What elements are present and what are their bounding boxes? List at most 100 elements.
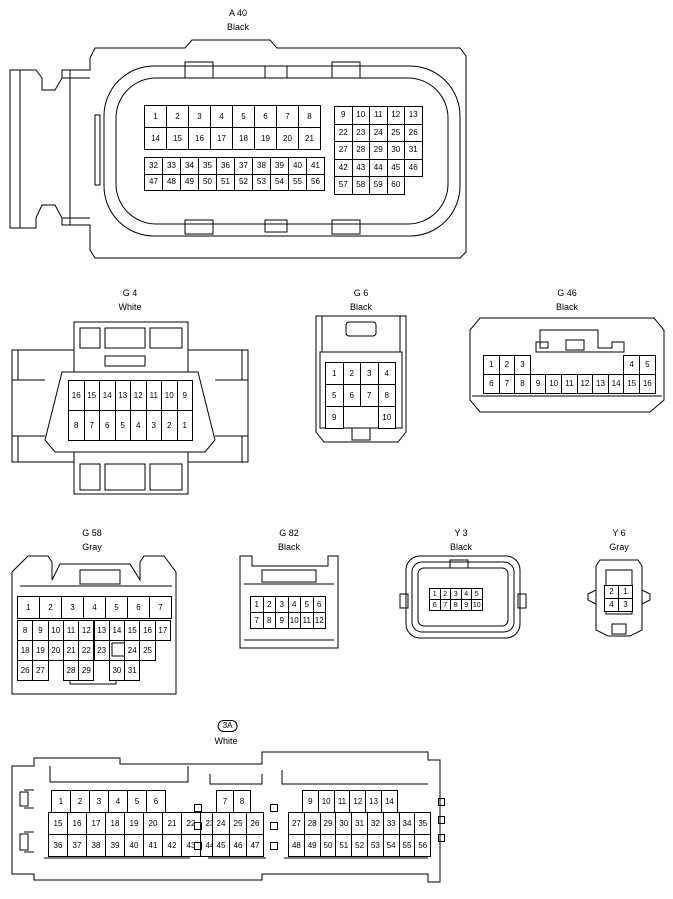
pin-3a-38: 38 <box>86 834 106 857</box>
pin-g58-6: 6 <box>127 596 150 619</box>
pin-3a-17: 17 <box>86 812 106 835</box>
pin-g46-15: 15 <box>623 374 640 394</box>
pin-3a-31: 31 <box>351 812 368 835</box>
pin-a40-16: 16 <box>188 127 211 150</box>
pin-a40-18: 18 <box>232 127 255 150</box>
pin-a40-37: 37 <box>234 157 253 175</box>
pin-a40-21: 21 <box>298 127 321 150</box>
pin-3a-27: 27 <box>288 812 305 835</box>
pin-3a-47: 47 <box>246 834 264 857</box>
pin-g46-6: 6 <box>483 374 500 394</box>
pin-g4-16: 16 <box>68 380 85 411</box>
pin-g46-14: 14 <box>607 374 625 394</box>
pin-3a-24: 24 <box>212 812 230 835</box>
pin-g58-7: 7 <box>149 596 172 619</box>
pin-g58-27: 27 <box>32 660 49 681</box>
pin-a40-28: 28 <box>351 141 370 160</box>
pin-a40-14: 14 <box>144 127 167 150</box>
pin-y6-1: 1 <box>618 585 633 599</box>
pin-3a-20: 20 <box>143 812 163 835</box>
pin-g46-10: 10 <box>545 374 562 394</box>
pin-a40-5: 5 <box>232 105 255 128</box>
pin-g46-empty <box>530 355 547 375</box>
pin-g6-empty <box>343 406 362 429</box>
pin-3a-26: 26 <box>246 812 264 835</box>
pin-a40-32: 32 <box>144 157 163 175</box>
pin-g6-10: 10 <box>377 406 396 429</box>
pin-g4-1: 1 <box>176 410 193 441</box>
3a-side-square <box>438 798 445 806</box>
pin-3a-15: 15 <box>48 812 68 835</box>
pin-g58-25: 25 <box>139 640 156 661</box>
pin-a40-7: 7 <box>276 105 299 128</box>
pin-g46-5: 5 <box>639 355 656 375</box>
connector-code-a40: A 40 <box>228 8 248 18</box>
pin-a40-59: 59 <box>369 176 388 195</box>
pin-3a-12: 12 <box>349 790 367 813</box>
pin-g58-13: 13 <box>93 620 110 641</box>
pin-g58-31: 31 <box>124 660 141 681</box>
pin-g58-10: 10 <box>47 620 64 641</box>
pin-a40-20: 20 <box>276 127 299 150</box>
pin-a40-1: 1 <box>144 105 167 128</box>
connector-color-3a: White <box>214 736 238 746</box>
3a-side-square <box>438 816 445 824</box>
pin-g46-11: 11 <box>561 374 578 394</box>
pin-a40-24: 24 <box>369 123 388 142</box>
pin-a40-44: 44 <box>369 158 388 177</box>
pin-3a-9: 9 <box>302 790 319 813</box>
pin-g46-4: 4 <box>623 355 640 375</box>
3a-spacer-square <box>270 822 278 830</box>
pin-g46-7: 7 <box>498 374 516 394</box>
pin-a40-45: 45 <box>386 158 405 177</box>
pin-3a-42: 42 <box>162 834 182 857</box>
pin-a40-46: 46 <box>404 158 423 177</box>
pin-a40-40: 40 <box>288 157 307 175</box>
pin-a40-53: 53 <box>252 173 271 191</box>
pin-3a-10: 10 <box>317 790 335 813</box>
pin-3a-40: 40 <box>124 834 144 857</box>
pin-g46-empty <box>561 355 578 375</box>
pin-g6-7: 7 <box>360 384 379 407</box>
pin-g46-empty <box>577 355 594 375</box>
pin-3a-37: 37 <box>67 834 87 857</box>
pin-3a-54: 54 <box>382 834 400 857</box>
pin-g82-4: 4 <box>287 596 301 613</box>
pin-g58-3: 3 <box>61 596 84 619</box>
pin-g58-empty <box>48 660 64 681</box>
pin-g58-22: 22 <box>78 640 95 661</box>
pin-g58-2: 2 <box>39 596 62 619</box>
pin-g82-9: 9 <box>275 612 289 629</box>
pin-g58-23: 23 <box>93 640 110 661</box>
pin-3a-35: 35 <box>414 812 432 835</box>
y3-housing <box>399 555 527 639</box>
pin-a40-58: 58 <box>351 176 370 195</box>
pin-a40-2: 2 <box>166 105 189 128</box>
pin-g4-11: 11 <box>145 380 162 411</box>
pin-g82-2: 2 <box>262 596 276 613</box>
pin-g4-3: 3 <box>145 410 162 441</box>
pin-a40-15: 15 <box>166 127 189 150</box>
pin-3a-33: 33 <box>382 812 400 835</box>
pin-g82-10: 10 <box>287 612 301 629</box>
pin-3a-45: 45 <box>212 834 230 857</box>
pin-a40-30: 30 <box>386 141 405 160</box>
pin-3a-34: 34 <box>398 812 416 835</box>
pin-3a-11: 11 <box>333 790 351 813</box>
pin-a40-11: 11 <box>369 106 388 125</box>
pin-a40-3: 3 <box>188 105 211 128</box>
3a-spacer-square <box>194 804 202 812</box>
pin-g4-6: 6 <box>99 410 116 441</box>
pin-3a-8: 8 <box>233 790 251 813</box>
pin-g6-6: 6 <box>342 384 361 407</box>
pin-g4-10: 10 <box>161 380 178 411</box>
pin-g58-4: 4 <box>83 596 106 619</box>
pin-3a-1: 1 <box>51 790 71 813</box>
pin-g6-4: 4 <box>377 362 396 385</box>
pin-a40-8: 8 <box>298 105 321 128</box>
pin-g58-19: 19 <box>32 640 49 661</box>
pin-a40-50: 50 <box>198 173 217 191</box>
pin-g58-24: 24 <box>124 640 141 661</box>
